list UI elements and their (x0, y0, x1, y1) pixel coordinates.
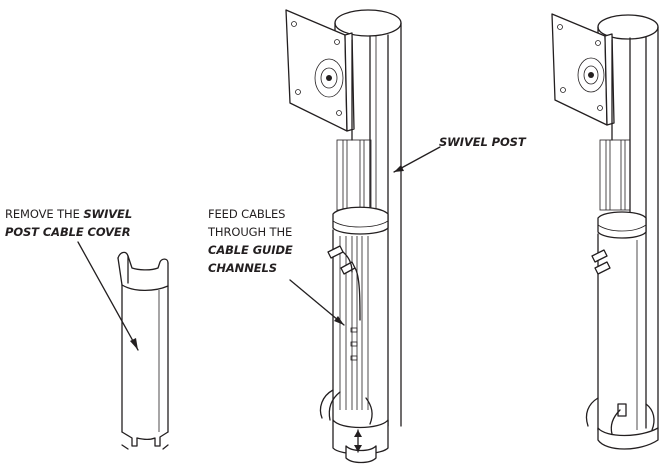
swivel-post-arrow (393, 146, 441, 173)
feed-cables-label: FEED CABLES THROUGH THE CABLE GUIDE CHAN… (208, 205, 293, 277)
remove-label-plain: REMOVE THE (5, 207, 84, 221)
cable-cover (117, 251, 169, 450)
swivel-post-center (285, 9, 402, 464)
feed-label-line4: CHANNELS (208, 261, 277, 275)
feed-cables-arrow (289, 279, 345, 326)
swivel-post-assembled (551, 13, 659, 450)
feed-label-line3: CABLE GUIDE (208, 243, 293, 257)
swivel-post-label-text: SWIVEL POST (439, 135, 526, 149)
remove-cover-arrow (77, 241, 139, 351)
feed-label-line2: THROUGH THE (208, 225, 293, 239)
remove-label-em2: POST CABLE COVER (5, 225, 131, 239)
swivel-post-label: SWIVEL POST (439, 133, 526, 151)
remove-cover-label: REMOVE THE SWIVEL POST CABLE COVER (5, 205, 132, 241)
remove-label-em1: SWIVEL (83, 207, 133, 221)
feed-label-line1: FEED CABLES (208, 207, 286, 221)
